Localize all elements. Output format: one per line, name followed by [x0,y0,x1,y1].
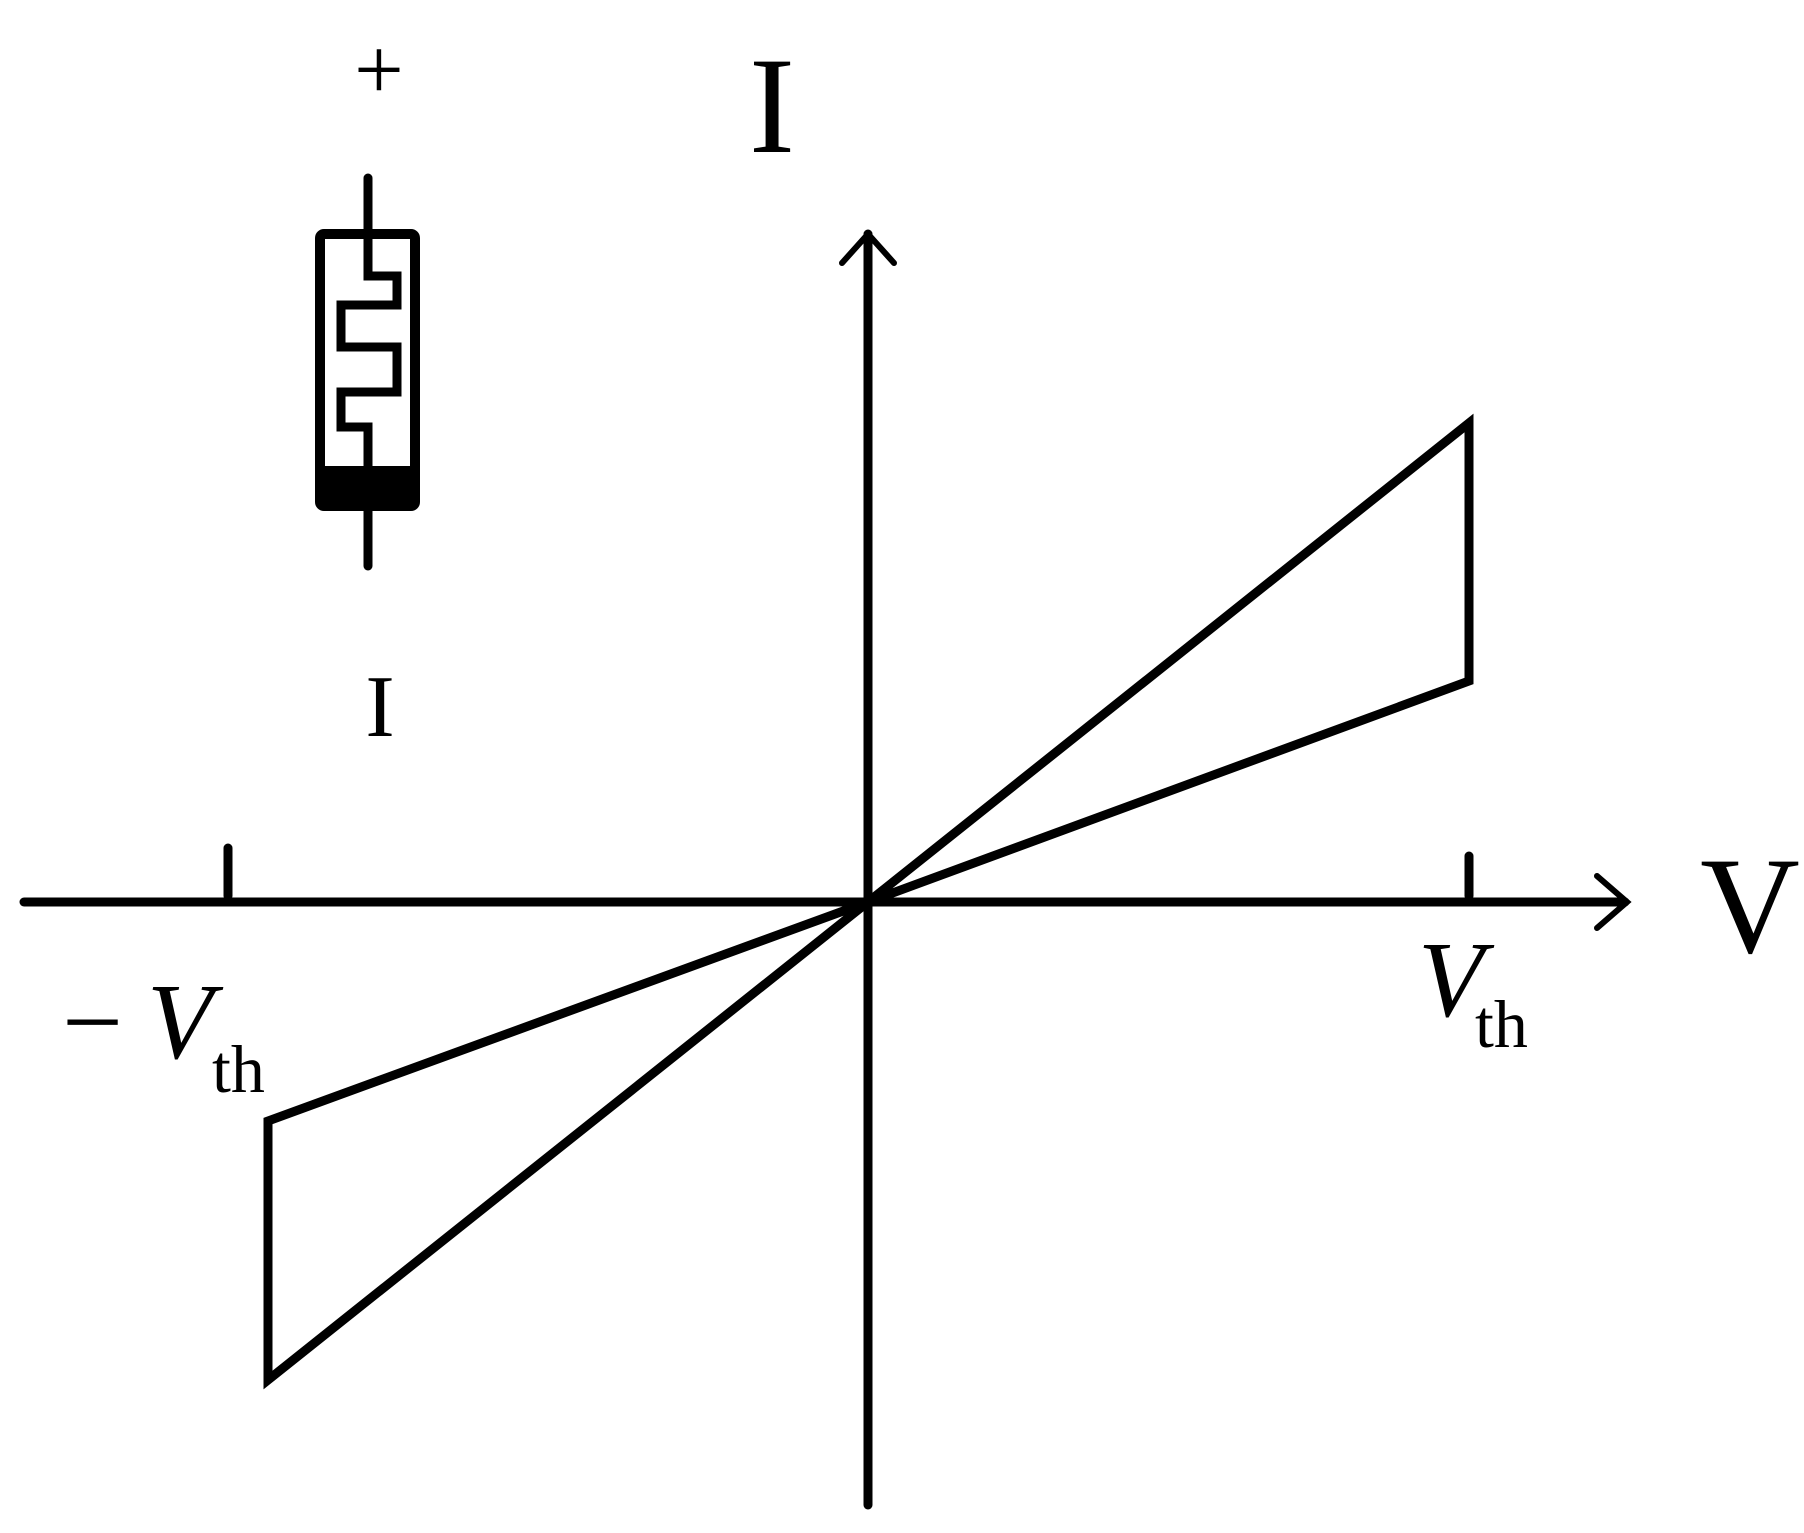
memristor-plus-terminal-label: + [354,22,404,119]
y-axis-arrowhead [839,229,897,266]
memristor-serpentine [336,232,402,471]
memristor-polarity-band [320,466,415,510]
hysteresis-lobe-negative [263,897,871,1390]
hysteresis-lobe-positive [865,413,1474,907]
y-axis-label: I [749,29,795,182]
x-axis-arrowhead [1594,873,1632,931]
tick-label-positive-symbol: V [1418,921,1495,1040]
tick-label-negative-vth: − V th [62,963,265,1107]
memristor-minus-terminal-label: I [365,659,394,756]
x-axis-label: V [1700,829,1800,982]
tick-label-positive-vth: V th [1418,921,1528,1062]
memristor-symbol: + I [315,22,420,756]
tick-label-negative-sign: − [62,963,123,1082]
tick-label-negative-symbol: V [147,963,224,1082]
tick-label-positive-subscript: th [1475,986,1528,1062]
tick-label-negative-subscript: th [212,1031,265,1107]
